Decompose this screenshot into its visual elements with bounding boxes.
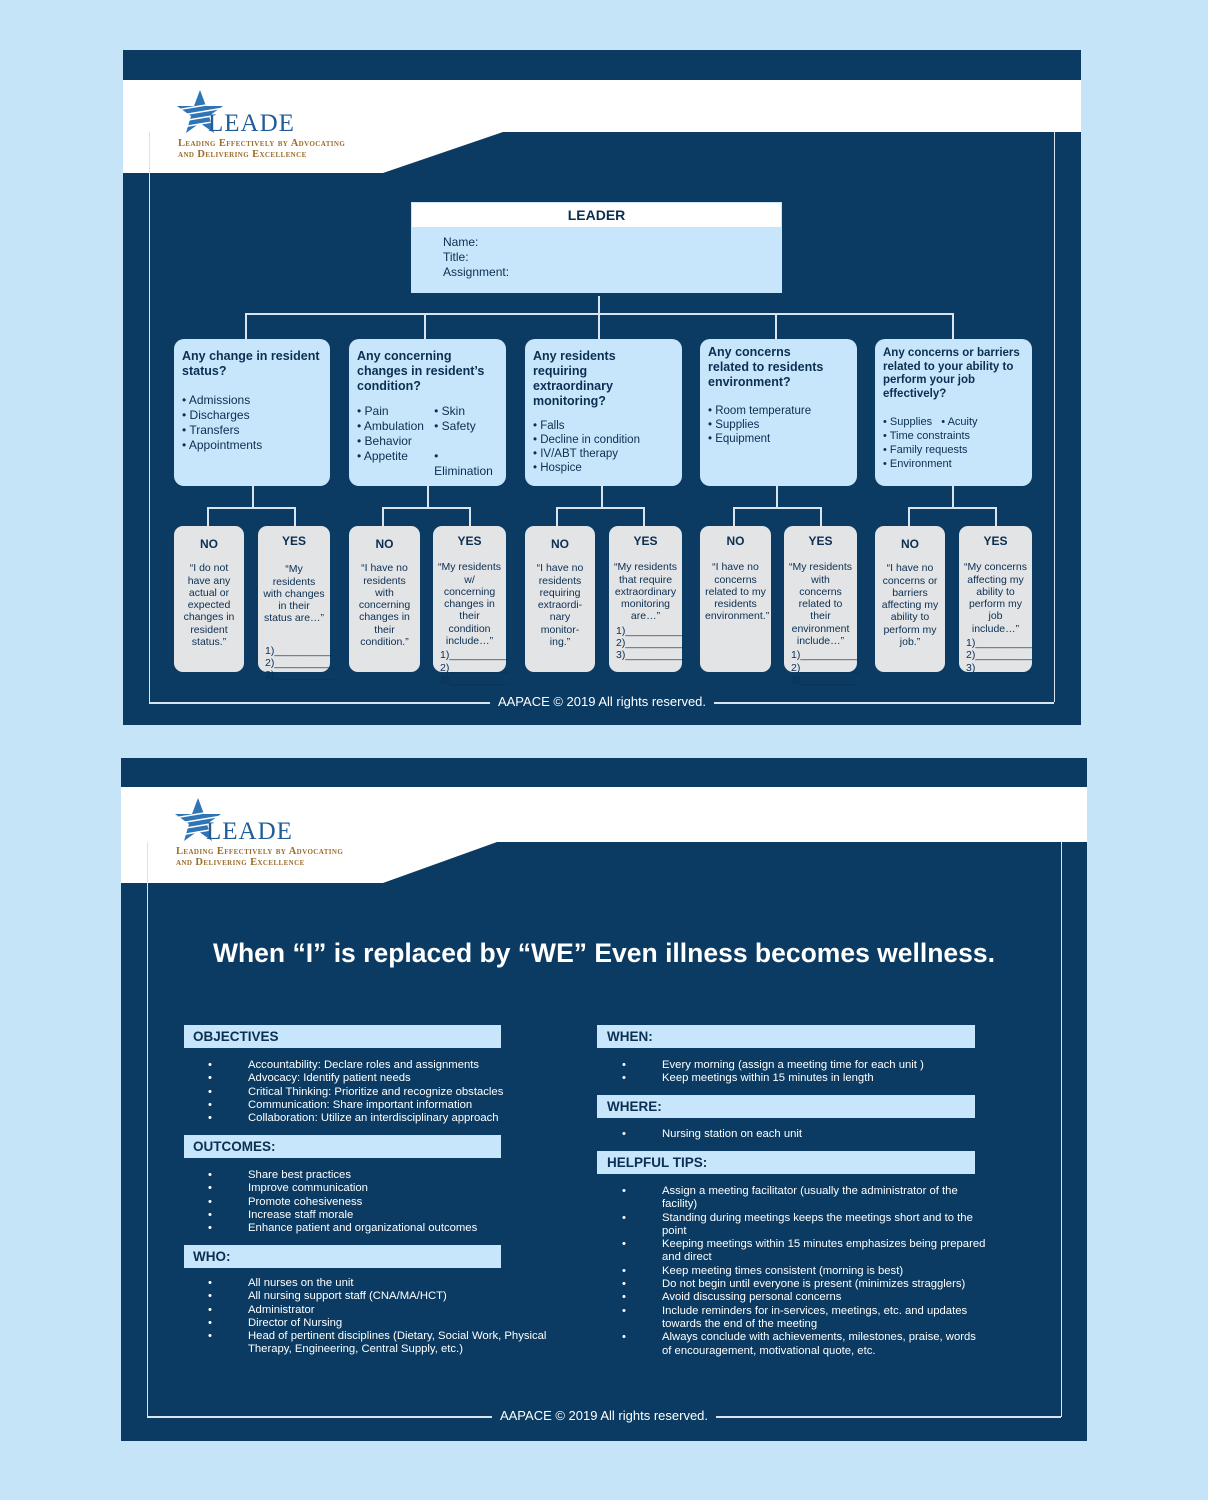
logo-wordmark: LEADE — [208, 110, 295, 137]
question-extraordinary-monitoring: Any residents requiring extraordinary mo… — [525, 339, 682, 486]
leader-title-bar: LEADER — [411, 202, 782, 227]
where-header: WHERE: — [597, 1095, 975, 1118]
leader-details-box: Name: Title: Assignment: — [411, 227, 782, 293]
objectives-header: OBJECTIVES — [184, 1025, 501, 1048]
answer-no-condition: NO“I have no residents with concerning c… — [349, 526, 420, 672]
question-barriers: Any concerns or barriers related to your… — [875, 339, 1032, 486]
answer-no-environment: NO“I have no concerns related to my resi… — [700, 526, 771, 672]
question-resident-status: Any change in resident status? Admission… — [174, 339, 330, 486]
leade-logo: LEADE Leading Effectively by Advocating … — [176, 88, 458, 168]
answer-yes-monitoring: YES“My residents that require extraordin… — [609, 526, 684, 672]
guidelines-card: LEADE Leading Effectively by Advocating … — [121, 758, 1087, 1441]
copyright-footer: AAPACE © 2019 All rights reserved. — [123, 694, 1081, 709]
leade-logo: LEADE Leading Effectively by Advocating … — [174, 796, 456, 876]
when-list: Every morning (assign a meeting time for… — [622, 1059, 982, 1086]
answer-no-monitoring: NO“I have no residents requiring extraor… — [525, 526, 595, 672]
name-label: Name: — [443, 235, 479, 249]
answer-yes-status: YES“My residents with changes in their s… — [258, 526, 333, 681]
helpful-tips-list: Assign a meeting facilitator (usually th… — [622, 1185, 987, 1358]
assignment-label: Assignment: — [443, 265, 510, 279]
answer-yes-environment: YES“My residents with concerns related t… — [784, 526, 859, 686]
star-icon — [174, 798, 222, 841]
logo-tagline: Leading Effectively by Advocating and De… — [178, 138, 346, 160]
outcomes-list: Share best practicesImprove communicatio… — [208, 1169, 508, 1236]
title-label: Title: — [443, 250, 469, 264]
question-condition-changes: Any concerning changes in resident’s con… — [349, 339, 506, 486]
who-list: All nurses on the unitAll nursing suppor… — [208, 1277, 548, 1357]
answer-yes-condition: YES“My residents w/ concerning changes i… — [433, 526, 508, 686]
star-icon — [176, 90, 224, 133]
helpful-tips-header: HELPFUL TIPS: — [597, 1151, 975, 1174]
when-header: WHEN: — [597, 1025, 975, 1048]
objectives-list: Accountability: Declare roles and assign… — [208, 1059, 508, 1126]
logo-tagline: Leading Effectively by Advocating and De… — [176, 846, 344, 868]
copyright-footer: AAPACE © 2019 All rights reserved. — [121, 1408, 1087, 1423]
card-frame — [147, 842, 1062, 1417]
logo-wordmark: LEADE — [206, 818, 293, 845]
outcomes-header: OUTCOMES: — [184, 1135, 501, 1158]
answer-no-status: NO“I do not have any actual or expected … — [174, 526, 244, 672]
where-list: Nursing station on each unit — [622, 1128, 982, 1142]
answer-yes-barriers: YES“My concerns affecting my ability to … — [959, 526, 1034, 674]
answer-no-barriers: NO“I have no concerns or barriers affect… — [875, 526, 945, 672]
motto-quote: When “I” is replaced by “WE” Even illnes… — [212, 938, 996, 968]
who-header: WHO: — [184, 1245, 501, 1268]
leader-flowchart-card: LEADE Leading Effectively by Advocating … — [123, 50, 1081, 725]
card-frame — [149, 132, 1055, 702]
question-environment: Any concerns related to residents enviro… — [700, 339, 857, 486]
